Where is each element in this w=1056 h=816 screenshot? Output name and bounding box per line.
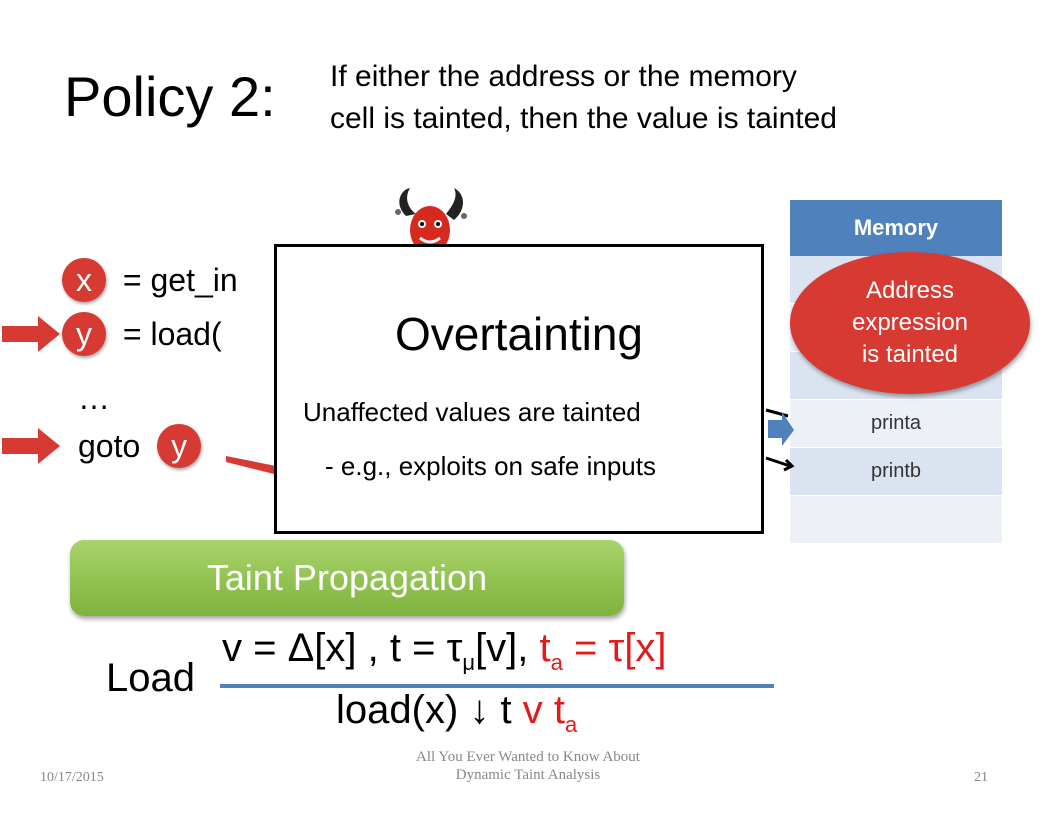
memory-cell <box>790 496 1002 544</box>
popup-line-1: Unaffected values are tainted <box>303 397 641 427</box>
rule-numer-sub: μ <box>462 650 476 675</box>
popup-line-2: - e.g., exploits on safe inputs <box>325 451 656 481</box>
goto-red-arrow-tail <box>226 448 276 483</box>
rule-denom-red-v: v <box>522 688 543 732</box>
footer-title-line-2: Dynamic Taint Analysis <box>455 767 601 783</box>
rule-denom-red-t: t <box>542 688 565 732</box>
rule-numerator: v = Δ[x] , t = τμ[v], ta = τ[x] <box>222 626 667 676</box>
taint-propagation-button[interactable]: Taint Propagation <box>70 540 624 616</box>
rule-fraction-line <box>220 684 774 688</box>
popup-title: Overtainting <box>394 308 643 360</box>
footer-page-number: 21 <box>974 770 988 785</box>
footer-title: All You Ever Wanted to Know About Dynami… <box>368 748 688 784</box>
rule-denominator: load(x) ↓ t v ta <box>336 688 577 738</box>
memory-cell-printa: printa <box>790 400 1002 448</box>
rule-label: Load <box>106 656 195 700</box>
code-line-ellipsis: … <box>78 380 110 416</box>
code-line-1-text: = get_in <box>122 262 238 298</box>
var-x-badge: x <box>62 258 106 302</box>
rule-numer-red-rest: = τ[x] <box>562 626 667 670</box>
address-tainted-bubble: Address expression is tainted <box>790 252 1030 394</box>
rule-denom-main: load(x) ↓ t <box>336 688 523 732</box>
devil-attacker-icon <box>384 186 484 261</box>
goto-keyword: goto <box>78 428 141 464</box>
code-line-1: x = get_in <box>62 258 238 302</box>
footer-date: 10/17/2015 <box>40 770 104 785</box>
red-pointer-arrow-2 <box>2 426 62 471</box>
red-pointer-arrow-1 <box>2 314 62 359</box>
rule-numer-red-t: t <box>539 626 551 670</box>
code-line-2: y = load( <box>62 312 222 356</box>
memory-table-header: Memory <box>790 200 1002 256</box>
rule-numer-red-sub: a <box>550 650 563 675</box>
memory-cell-printb: printb <box>790 448 1002 496</box>
rule-denom-red-sub: a <box>564 712 578 737</box>
code-line-2-text: = load( <box>122 316 222 352</box>
slide-title: Policy 2: <box>64 65 276 128</box>
overtainting-popup: Overtainting Unaffected values are taint… <box>274 244 764 534</box>
footer-title-line-1: All You Ever Wanted to Know About <box>416 749 640 765</box>
code-line-4: goto y <box>78 424 202 468</box>
rule-numer-rest: [v], <box>475 626 540 670</box>
memory-pointer-arrows <box>764 400 804 485</box>
var-y-goto-badge: y <box>157 424 202 468</box>
policy-description: If either the address or the memory cell… <box>330 60 837 135</box>
rule-numer-main: v = Δ[x] , t = τ <box>222 626 463 670</box>
var-y-badge: y <box>62 312 106 356</box>
